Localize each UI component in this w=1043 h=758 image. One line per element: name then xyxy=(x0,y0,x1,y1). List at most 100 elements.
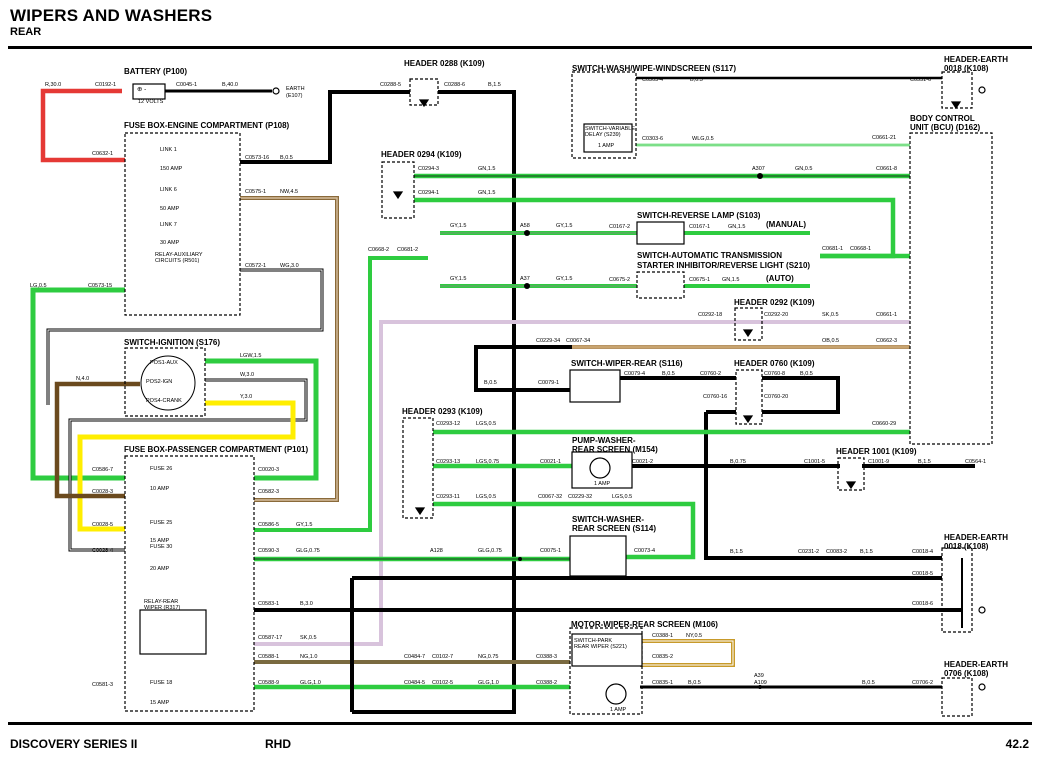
switch-variable-box xyxy=(583,123,633,153)
diagram-label: C0079-1 xyxy=(538,380,559,386)
label-switch-reverse: SWITCH-REVERSE LAMP (S103) xyxy=(637,211,761,220)
header-0294-box xyxy=(381,161,415,219)
diagram-label: SK,0.5 xyxy=(822,312,839,318)
diagram-label: GN,0.5 xyxy=(795,166,812,172)
diagram-label: C0067-34 xyxy=(566,338,590,344)
label-earth-1: HEADER-EARTH xyxy=(944,55,1008,64)
diagram-label: C0018-4 xyxy=(912,549,933,555)
diagram-label: 1 AMP xyxy=(594,481,611,487)
diagram-label: C0229-32 xyxy=(568,494,592,500)
diagram-label: NG,0.75 xyxy=(478,654,498,660)
diagram-mark xyxy=(518,557,522,561)
header-earth-top-box xyxy=(941,71,973,109)
diagram-label: C0590-3 xyxy=(258,548,279,554)
diagram-label: C0760-8 xyxy=(764,371,785,377)
label-switch-auto-2: STARTER INHIBITOR/REVERSE LIGHT (S210) xyxy=(637,261,810,270)
earth-terminal-icon xyxy=(978,683,986,691)
diagram-label: NY,0.5 xyxy=(686,633,702,639)
diagram-label: C0292-20 xyxy=(764,312,788,318)
header-earth-mid-box xyxy=(941,547,973,633)
diagram-label: ⊕ - xyxy=(137,86,146,93)
diagram-label: C0294-3 xyxy=(418,166,439,172)
wire-lgw15 xyxy=(205,358,319,481)
wire-gy15-fuse25 xyxy=(254,256,428,532)
diagram-mark xyxy=(950,101,962,110)
diagram-label: C1001-9 xyxy=(868,459,889,465)
diagram-label: GLG,1.0 xyxy=(300,680,321,686)
diagram-label: B,0.5 xyxy=(484,380,497,386)
wire-n40 xyxy=(54,381,140,499)
diagram-label: LINK 7 xyxy=(160,222,177,228)
diagram-label: SK,0.5 xyxy=(300,635,317,641)
diagram-label: NW,4.5 xyxy=(280,189,298,195)
model-label: DISCOVERY SERIES II xyxy=(10,737,138,751)
diagram-mark xyxy=(762,376,840,414)
wire-b15-0760 xyxy=(704,410,942,560)
diagram-label: C0388-1 xyxy=(652,633,673,639)
diagram-label: FUSE 25 xyxy=(150,520,172,526)
diagram-label: C0288-6 xyxy=(444,82,465,88)
earth-terminal-icon xyxy=(978,86,986,94)
diagram-label: NG,1.0 xyxy=(300,654,317,660)
diagram-label: DELAY (S239) xyxy=(585,132,621,138)
label-header-0292: HEADER 0292 (K109) xyxy=(734,298,815,307)
diagram-label: LGS,0.5 xyxy=(612,494,632,500)
diagram-label: 20 AMP xyxy=(150,566,170,572)
diagram-label: C0706-2 xyxy=(912,680,933,686)
diagram-label: SWITCH-VARIABLE xyxy=(585,126,635,132)
diagram-mark xyxy=(742,415,754,424)
diagram-label: C0572-1 xyxy=(245,263,266,269)
label-switch-washer-1: SWITCH-WASHER- xyxy=(572,515,644,524)
diagram-label: GY,1.5 xyxy=(450,276,466,282)
diagram-label: POS2-IGN xyxy=(146,379,172,385)
page-subtitle: REAR xyxy=(10,26,42,38)
diagram-label: C1001-5 xyxy=(804,459,825,465)
label-bcu-1: BODY CONTROL xyxy=(910,114,975,123)
wire-sk05 xyxy=(254,320,910,646)
diagram-label: C0231-2 xyxy=(798,549,819,555)
diagram-label: C0167-1 xyxy=(689,224,710,230)
fusebox-pass-box xyxy=(124,455,255,712)
diagram-label: C0167-2 xyxy=(609,224,630,230)
diagram-label: GY,1.5 xyxy=(556,276,572,282)
diagram-label: GY,1.5 xyxy=(450,223,466,229)
diagram-label: C0021-2 xyxy=(632,459,653,465)
diagram-label: C0835-1 xyxy=(652,680,673,686)
page-title: WIPERS AND WASHERS xyxy=(10,6,213,25)
diagram-label: Y,3.0 xyxy=(240,394,252,400)
relay-rear-box xyxy=(139,609,207,655)
switch-park-box xyxy=(571,633,643,667)
diagram-label: FUSE 26 xyxy=(150,466,172,472)
diagram-label: POS1-AUX xyxy=(150,360,178,366)
header-0292-box xyxy=(734,307,763,341)
header-earth-bot-box xyxy=(941,677,973,717)
label-earth-2b: 0018 (K108) xyxy=(944,542,989,551)
label-switch-wiper-rear: SWITCH-WIPER-REAR (S116) xyxy=(571,359,683,368)
label-header-0288: HEADER 0288 (K109) xyxy=(404,59,485,68)
diagram-label: GN,1.5 xyxy=(728,224,745,230)
diagram-label: C0681-2 xyxy=(397,247,418,253)
diagram-label: C0760-16 xyxy=(703,394,727,400)
label-header-0293: HEADER 0293 (K109) xyxy=(402,407,483,416)
diagram-label: B,0.5 xyxy=(280,155,293,161)
label-bcu-2: UNIT (BCU) (D162) xyxy=(910,123,981,132)
diagram-mark xyxy=(640,640,734,666)
diagram-mark xyxy=(742,329,754,338)
diagram-label: C0581-3 xyxy=(92,682,113,688)
diagram-label: CIRCUITS (R501) xyxy=(155,258,199,264)
diagram-label: C0288-5 xyxy=(380,82,401,88)
label-header-1001: HEADER 1001 (K109) xyxy=(836,447,917,456)
diagram-label: C0668-1 xyxy=(850,246,871,252)
diagram-mark xyxy=(845,481,857,490)
diagram-label: 12 VOLTS xyxy=(138,99,164,105)
diagram-label: C0484-7 xyxy=(404,654,425,660)
wire-b05-top xyxy=(240,90,410,164)
diagram-mark xyxy=(240,197,338,501)
diagram-label: B,0.75 xyxy=(730,459,746,465)
diagram-label: C0294-1 xyxy=(418,190,439,196)
earth-terminal-icon xyxy=(978,606,986,614)
label-switch-auto-1: SWITCH-AUTOMATIC TRANSMISSION xyxy=(637,251,782,260)
diagram-label: C0102-5 xyxy=(432,680,453,686)
battery-box xyxy=(132,83,166,100)
